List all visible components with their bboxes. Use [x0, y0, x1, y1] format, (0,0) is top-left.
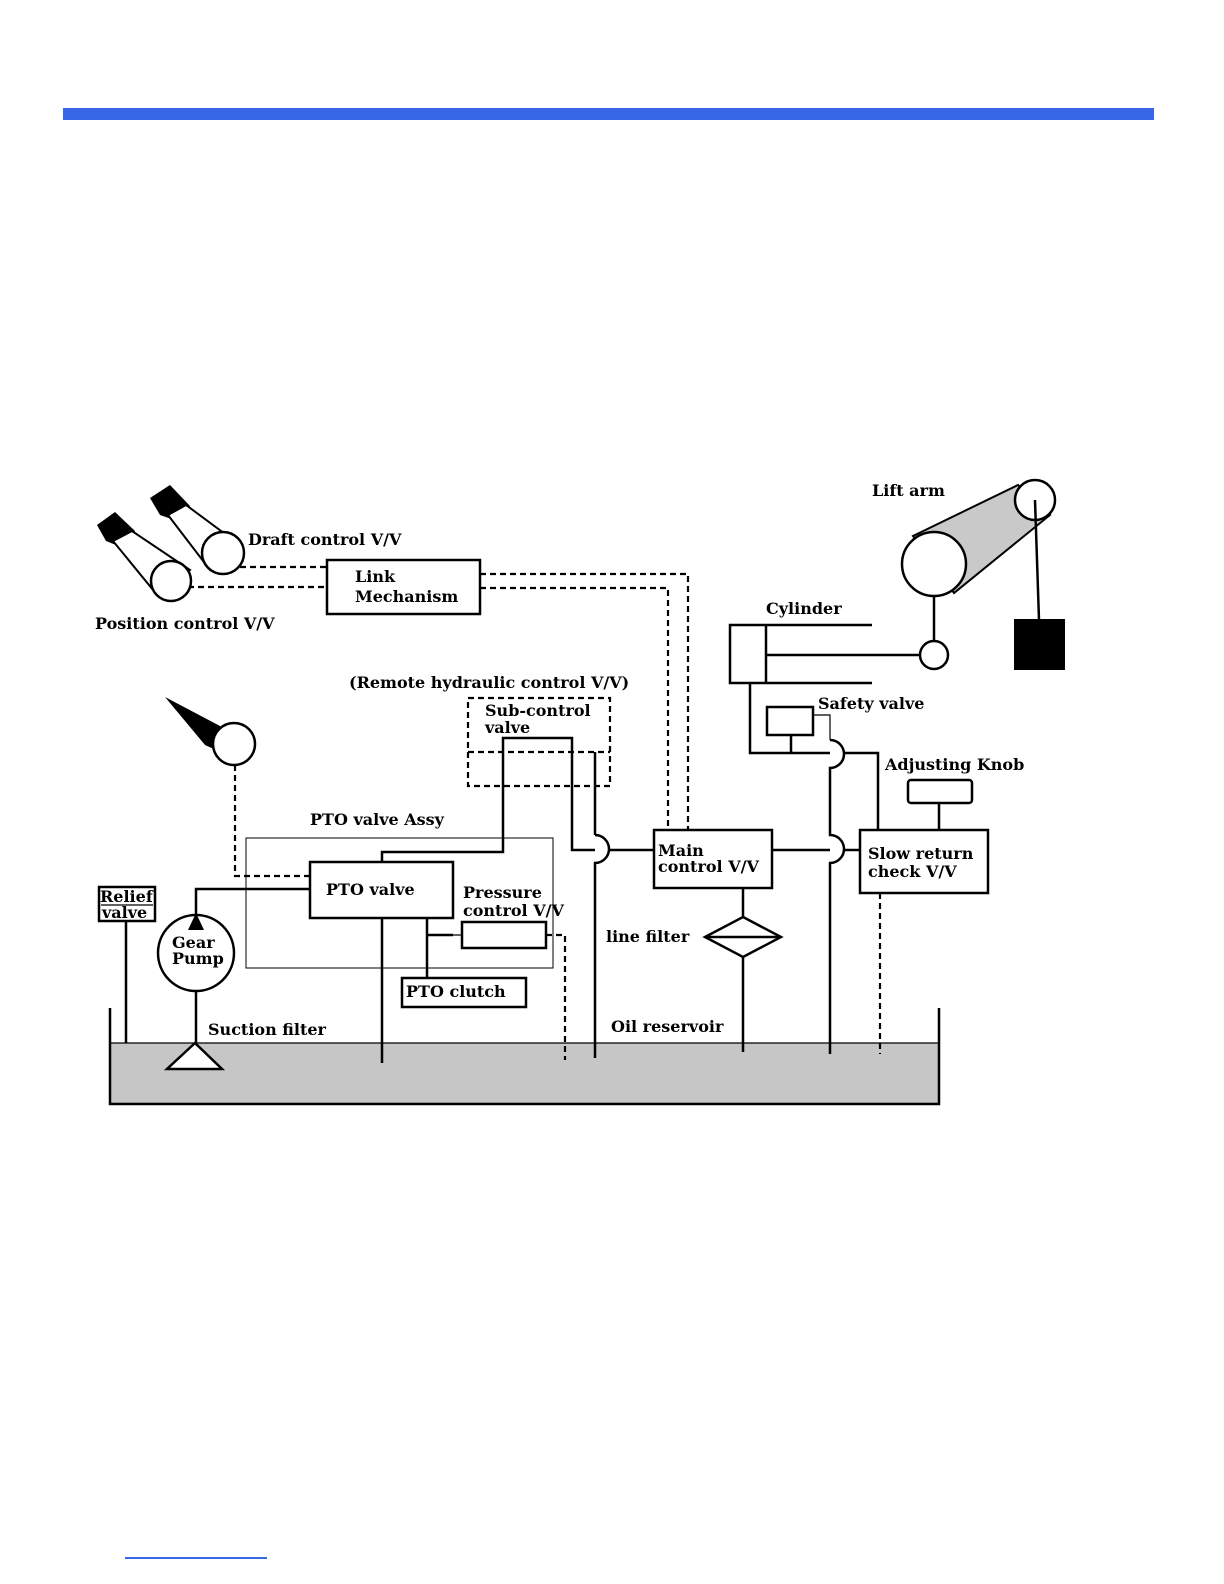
pressure-control-valve	[427, 920, 567, 1060]
label-gear-pump-2: Pump	[172, 949, 224, 968]
label-pto-clutch: PTO clutch	[406, 982, 506, 1001]
label-suction-filter: Suction filter	[208, 1020, 327, 1039]
slow-return-check-valve	[858, 828, 990, 1054]
draft-control-lever	[150, 485, 246, 576]
label-gear-pump-1: Gear	[172, 933, 215, 952]
suction-filter-symbol	[163, 1041, 226, 1071]
label-pto-valve: PTO valve	[326, 880, 415, 899]
label-link-mechanism-1: Link	[355, 567, 396, 586]
pto-valve	[308, 736, 595, 1063]
label-relief-1: Relief	[100, 887, 154, 906]
label-pressure-control-1: Pressure	[463, 883, 542, 902]
label-main-control-2: control V/V	[658, 857, 759, 876]
label-pto-valve-assy: PTO valve Assy	[310, 810, 445, 829]
oil-reservoir	[108, 1008, 941, 1106]
label-relief-2: valve	[101, 903, 147, 922]
label-sub-control-2: valve	[484, 718, 530, 737]
label-oil-reservoir: Oil reservoir	[611, 1017, 724, 1036]
lift-arm	[900, 478, 1065, 670]
relief-valve	[97, 885, 157, 1043]
return-line-crossover-2	[828, 738, 846, 1054]
pto-valve-assy-frame	[245, 837, 554, 969]
cylinder	[728, 623, 950, 755]
line-filter	[702, 888, 784, 1052]
label-pressure-control-2: control V/V	[463, 901, 564, 920]
header-accent-bar	[63, 108, 1154, 120]
label-link-mechanism-2: Mechanism	[355, 587, 458, 606]
return-line-crossover	[593, 833, 611, 1058]
label-line-filter: line filter	[606, 927, 690, 946]
label-lift-arm: Lift arm	[872, 481, 945, 500]
remote-control-lever	[165, 697, 310, 878]
label-cylinder: Cylinder	[766, 599, 842, 618]
label-main-control-1: Main	[658, 841, 704, 860]
label-safety-valve: Safety valve	[818, 694, 924, 713]
label-slow-return-2: check V/V	[868, 862, 957, 881]
label-adjusting-knob: Adjusting Knob	[884, 755, 1024, 774]
label-sub-control-1: Sub-control	[485, 701, 591, 720]
main-control-valve	[652, 828, 830, 890]
link-mechanism	[188, 558, 690, 830]
label-position-control: Position control V/V	[95, 614, 275, 633]
pto-clutch-box	[400, 976, 528, 1009]
label-slow-return-1: Slow return	[868, 844, 974, 863]
gear-pump	[156, 887, 310, 1043]
safety-valve	[765, 705, 831, 753]
label-draft-control: Draft control V/V	[248, 530, 402, 549]
adjusting-knob	[906, 778, 974, 830]
position-control-lever	[97, 512, 193, 603]
footer-link-underline	[125, 1557, 267, 1559]
label-remote-hydraulic: (Remote hydraulic control V/V)	[349, 673, 629, 692]
sub-control-valve	[466, 696, 612, 835]
